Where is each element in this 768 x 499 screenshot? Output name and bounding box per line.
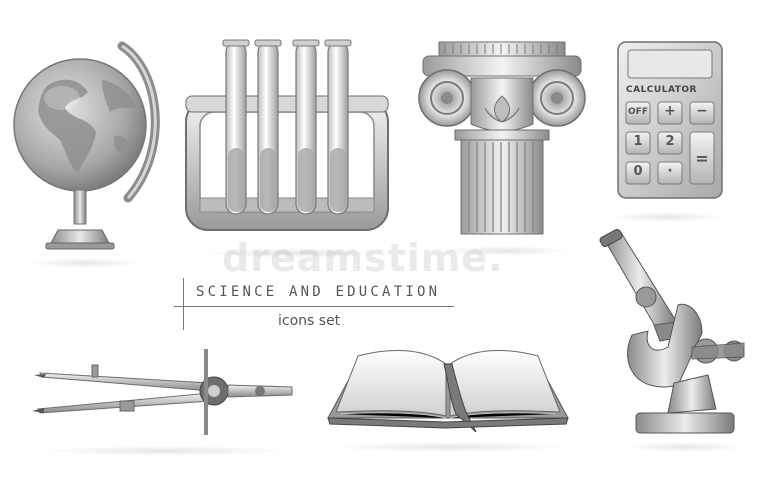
book-shadow <box>330 442 570 452</box>
calc-key-equals: = <box>695 149 709 168</box>
compass-icon <box>32 349 293 435</box>
microscope-icon <box>599 228 745 434</box>
calc-key-plus: + <box>664 103 676 119</box>
calc-key-zero: 0 <box>633 164 643 179</box>
page-title: SCIENCE AND EDUCATION <box>196 284 441 300</box>
column-shadow <box>440 246 570 256</box>
calculator-icon <box>617 41 723 199</box>
page-subtitle: icons set <box>278 313 341 329</box>
test-tube-rack-icon <box>185 39 389 231</box>
heading-horizontal-rule <box>174 306 454 307</box>
heading-vertical-rule <box>183 278 184 330</box>
globe-shadow <box>30 258 140 268</box>
calc-key-dot: · <box>667 163 673 179</box>
calc-key-two: 2 <box>665 134 675 149</box>
microscope-shadow <box>625 442 745 452</box>
calc-key-off: OFF <box>628 107 648 117</box>
rack-shadow <box>200 248 390 258</box>
ionic-column-icon <box>418 41 586 235</box>
calculator-brand-label: CALCULATOR <box>626 85 697 95</box>
calc-key-minus: − <box>696 103 708 119</box>
heading-block: SCIENCE AND EDUCATION icons set <box>174 276 464 336</box>
calc-key-one: 1 <box>633 134 643 149</box>
watermark: dreamstime. <box>222 236 504 280</box>
calculator-shadow <box>612 212 722 222</box>
globe-icon <box>13 41 160 250</box>
compass-shadow <box>40 446 290 456</box>
open-book-icon <box>327 349 569 433</box>
